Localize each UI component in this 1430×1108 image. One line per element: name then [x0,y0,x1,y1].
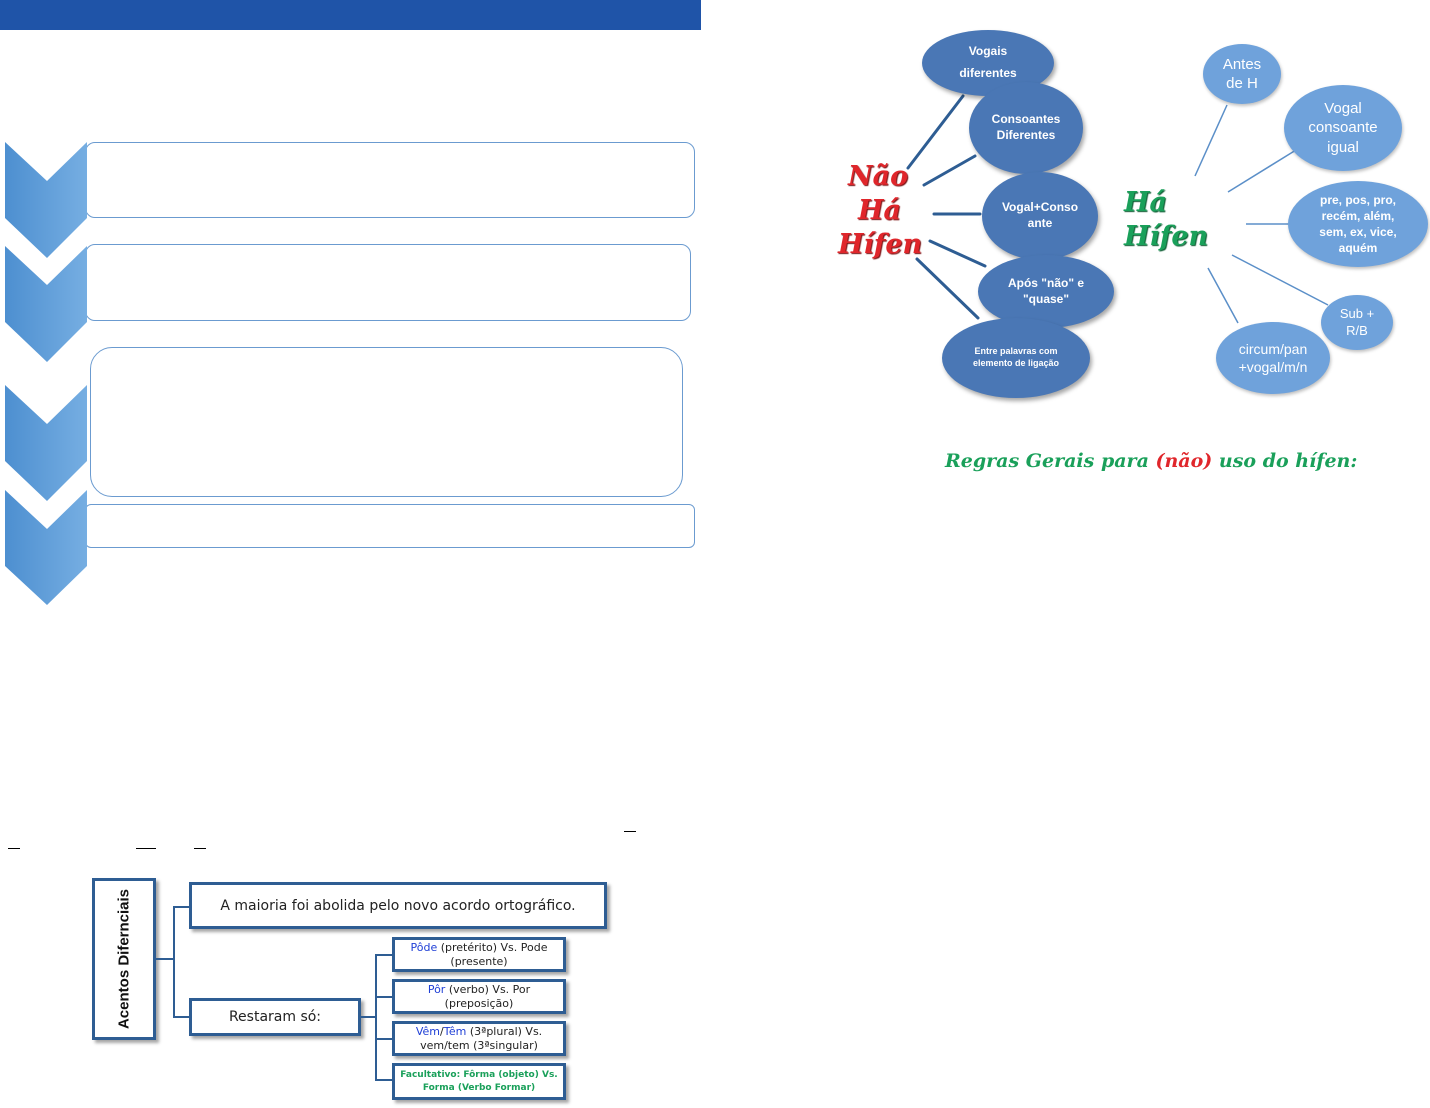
apos-nao-quase-node: Após "não" e"quase" [978,255,1114,328]
step-2-text-box [85,244,691,321]
step-3-text-box [90,347,683,497]
hifen-word: Hífen [1124,220,1209,252]
chevron-step-2 [5,246,87,362]
nao-word: Não [848,161,909,192]
ha-word: Há [858,194,902,226]
hifen-connectors [906,94,1329,324]
acentos-root-box: Acentos Difernciais [92,878,156,1040]
vem-text: (3ªplural) Vs. vem/tem (3ªsingular) [420,1025,543,1052]
circum-pan-node: circum/pan+vogal/m/n [1216,322,1330,394]
restaram-text: Restaram só: [228,1009,322,1025]
vem-accent: Vêm [415,1025,440,1039]
forma-text: Facultativo: Fôrma (objeto) Vs. Forma (V… [400,1069,558,1093]
abolida-text: A maioria foi abolida pelo novo acordo o… [220,897,576,914]
pode-box: Pôde (pretérito) Vs. Pode (presente) [392,937,566,972]
tem-accent: Têm [443,1025,467,1039]
ha-word: Há [1124,187,1168,218]
chevron-column [5,142,87,605]
nao-ha-hifen-label: Não Há Hífen [838,160,922,261]
top-banner [0,0,701,30]
forma-box: Facultativo: Fôrma (objeto) Vs. Forma (V… [392,1063,566,1100]
prefixos-node: pre, pos, pro,recém, além,sem, ex, vice,… [1288,181,1428,267]
consoantes-diferentes-node: Consoantes Diferentes [969,82,1083,174]
dash-mark [136,848,156,849]
ha-hifen-label: Há Hífen [1124,186,1208,254]
abolida-box: A maioria foi abolida pelo novo acordo o… [189,882,607,929]
dash-mark [194,848,206,849]
regras-gerais-title: Regras Gerais para (não) uso do hífen: [945,450,1358,472]
dash-mark [8,848,20,849]
pode-accent: Pôde [410,941,438,955]
pode-text: (pretérito) Vs. Pode (presente) [437,941,548,968]
restaram-box: Restaram só: [189,998,361,1036]
hifen-word: Hífen [838,228,923,260]
acentos-root-label: Acentos Difernciais [115,888,133,1030]
step-1-text-box [85,142,695,218]
chevron-step-1 [5,142,87,258]
vem-box: Vêm/Têm (3ªplural) Vs. vem/tem (3ªsingul… [392,1021,566,1056]
dash-mark [624,831,636,832]
sub-rb-node: Sub +R/B [1321,295,1393,350]
step-4-text-box [85,504,695,548]
por-accent: Pôr [427,983,446,997]
chevron-step-4 [5,490,87,605]
chevron-step-3 [5,385,87,501]
por-text: (verbo) Vs. Por (preposição) [444,983,531,1010]
por-box: Pôr (verbo) Vs. Por (preposição) [392,979,566,1014]
